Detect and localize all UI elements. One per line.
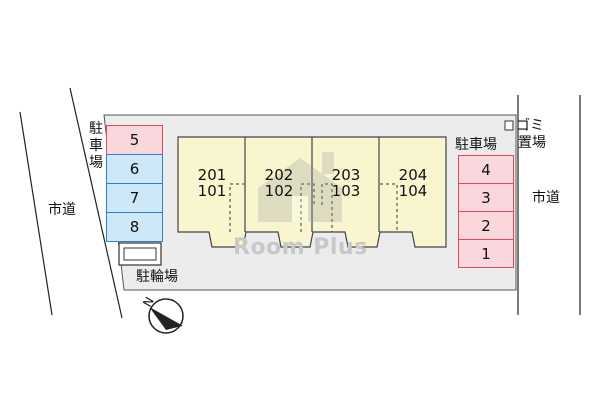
parking-slot-8: 8 (106, 212, 163, 242)
watermark-logo (258, 152, 342, 222)
compass-needle (150, 308, 182, 330)
compass-rose (148, 298, 184, 334)
parking-slot-2: 2 (458, 211, 514, 240)
bicycle-parking-area (118, 242, 162, 266)
bicycle-parking-label: 駐輪場 (136, 269, 178, 285)
compass-axis (149, 307, 183, 327)
parking-left-label: 駐車場 (89, 121, 103, 171)
watermark-text: Room Plus (233, 235, 368, 260)
unit-lower-number: 101 (197, 182, 227, 200)
parking-slot-6: 6 (106, 154, 163, 184)
watermark-chimney (322, 152, 334, 174)
parking-slot-1: 1 (458, 239, 514, 268)
watermark-door (292, 196, 308, 222)
watermark-house (258, 158, 342, 222)
unit-lower-number: 104 (398, 182, 428, 200)
parking-slot-5: 5 (106, 125, 163, 155)
entrance-outline (300, 183, 315, 232)
garbage-label-line2: 置場 (518, 135, 546, 151)
unit-upper-number: 202 (264, 166, 294, 184)
road-label-left: 市道 (48, 202, 76, 218)
entrance-outline (380, 183, 398, 232)
bicycle-parking-rack (123, 247, 157, 261)
road-edge-left-outer (19, 111, 53, 316)
unit-lower-number: 102 (264, 182, 294, 200)
parking-slot-3: 3 (458, 183, 514, 212)
road-edge-left-inner (69, 87, 123, 319)
unit-upper-number: 204 (398, 166, 428, 184)
garbage-label-line1: ゴミ (516, 118, 544, 134)
entrance-outline (321, 183, 333, 232)
unit-upper-number: 201 (197, 166, 227, 184)
parking-slot-7: 7 (106, 183, 163, 213)
road-label-right: 市道 (532, 190, 560, 206)
entrance-outline (229, 183, 244, 232)
entrance-outlines (229, 183, 398, 232)
parking-slot-4: 4 (458, 155, 514, 184)
parking-right-label: 駐車場 (455, 137, 497, 153)
unit-upper-number: 203 (331, 166, 361, 184)
garbage-box (504, 120, 514, 131)
unit-lower-number: 103 (331, 182, 361, 200)
